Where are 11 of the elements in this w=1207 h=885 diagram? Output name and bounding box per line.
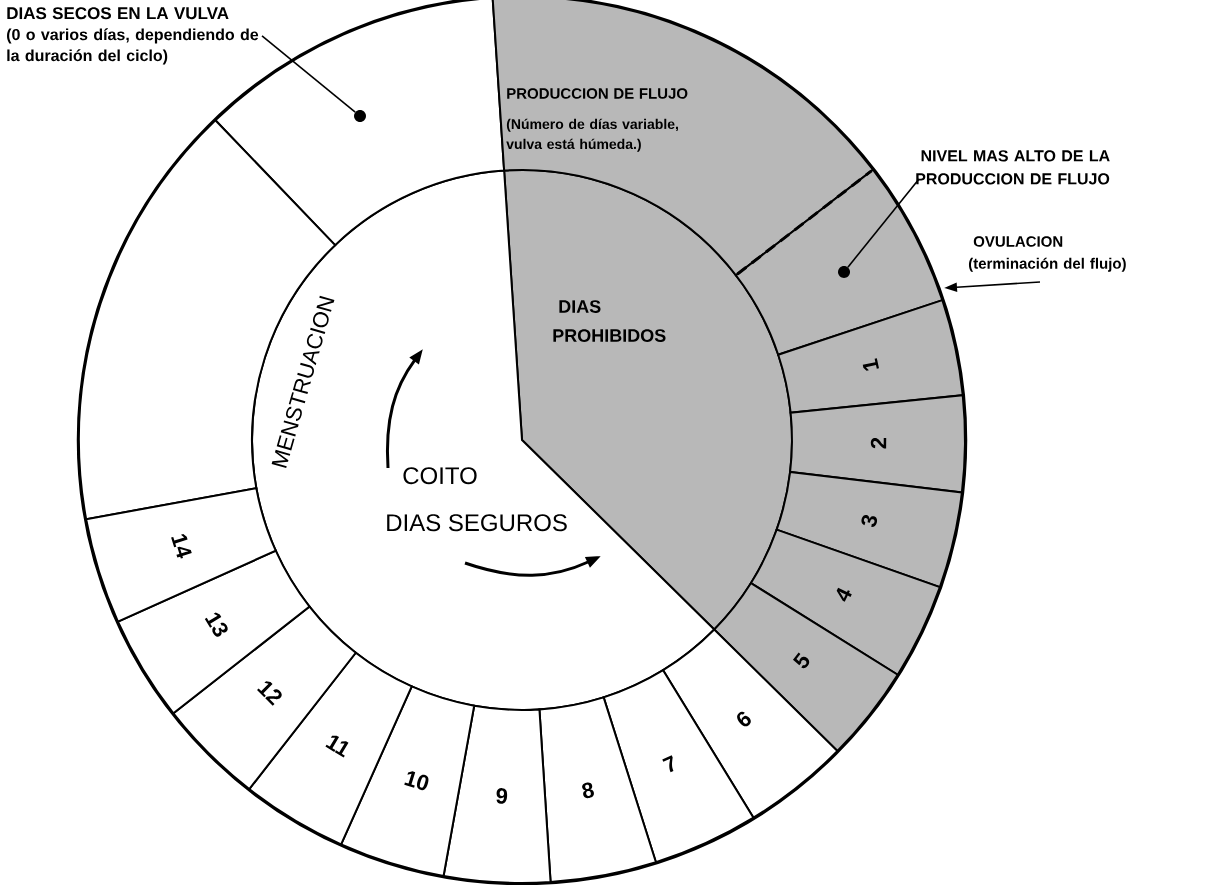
- day-segment: 9: [442, 704, 552, 884]
- day-segment: 1: [777, 299, 964, 414]
- node-label: 7: [662, 755, 674, 773]
- node-label: 9: [496, 788, 508, 804]
- day-segment: 8: [538, 696, 657, 884]
- annotation: DIAS SECOS EN LA VULVA (0 o varios días, dependiendo de la duración del ciclo): [7, 7, 259, 65]
- annotation: NIVEL MAS ALTO DE LA PRODUCCION DE FLUJO: [916, 150, 1110, 185]
- annotation: OVULACION (terminación del flujo): [968, 236, 1126, 272]
- node-label: 8: [582, 782, 594, 799]
- day-segment: 2: [789, 394, 966, 494]
- day-segment: 3: [775, 470, 963, 589]
